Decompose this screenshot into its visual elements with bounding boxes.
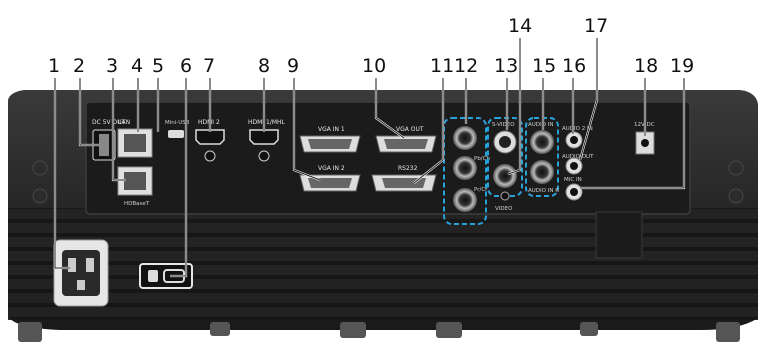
audio-out-label: AUDIO OUT [562, 154, 594, 160]
vga-in1-label: VGA IN 1 [318, 126, 345, 133]
vga-in2-label: VGA IN 2 [318, 165, 345, 172]
pb-cb-label: Pb/Cb [474, 156, 491, 162]
s-video-label: S-VIDEO [492, 122, 515, 128]
audio2-in-label: AUDIO 2 IN [562, 126, 593, 132]
dc5v-usb-port: DC 5V OUT [92, 119, 126, 161]
power-socket [53, 239, 109, 307]
rs232-label: RS232 [398, 165, 418, 172]
callout-numbers: 1 2 3 4 5 6 7 8 9 10 11 12 13 14 15 16 1… [48, 15, 694, 77]
dc5v-out-label: DC 5V OUT [92, 119, 126, 126]
callout-15: 15 [532, 55, 556, 77]
projector-body [8, 90, 758, 342]
mini-usb-label: Mini-USB [165, 120, 190, 126]
callout-4: 4 [131, 55, 143, 77]
callout-leader-lines [53, 38, 686, 278]
callout-7: 7 [203, 55, 215, 77]
callout-18: 18 [634, 55, 658, 77]
hdmi1-mhl-label: HDMI 1/MHL [248, 119, 286, 126]
callout-2: 2 [73, 55, 85, 77]
kensington-lock [139, 263, 193, 289]
pr-cr-label: Pr/Cr [474, 187, 488, 193]
callout-13: 13 [494, 55, 518, 77]
callout-19: 19 [670, 55, 694, 77]
svideo-video-ports: S-VIDEO VIDEO [487, 117, 523, 212]
audio-in-r-label: AUDIO IN R [528, 188, 559, 194]
callout-6: 6 [180, 55, 192, 77]
callout-10: 10 [362, 55, 386, 77]
component-video-ports: Pb/Cb Pr/Cr [443, 117, 491, 225]
callout-12: 12 [454, 55, 478, 77]
rj45-ports: LAN HDBaseT [117, 119, 153, 207]
mic-in-label: MIC IN [564, 177, 582, 183]
callout-14: 14 [508, 15, 532, 37]
hdmi1-mhl-port: HDMI 1/MHL [248, 119, 286, 162]
io-panel [85, 101, 691, 215]
vga-out-rs232-ports: VGA OUT RS232 [371, 126, 437, 192]
hdbaset-label: HDBaseT [124, 201, 150, 207]
callout-11: 11 [430, 55, 454, 77]
video-label: VIDEO [495, 206, 513, 212]
callout-16: 16 [562, 55, 586, 77]
callout-17: 17 [584, 15, 608, 37]
callout-8: 8 [258, 55, 270, 77]
callout-3: 3 [106, 55, 118, 77]
lan-label: LAN [118, 119, 130, 126]
vga-out-label: VGA OUT [396, 126, 424, 133]
projector-feet [18, 322, 740, 342]
callout-1: 1 [48, 55, 60, 77]
mini-usb-port: Mini-USB [165, 120, 190, 138]
callout-9: 9 [287, 55, 299, 77]
callout-5: 5 [152, 55, 164, 77]
audio-in-l-label: AUDIO IN [528, 122, 553, 128]
